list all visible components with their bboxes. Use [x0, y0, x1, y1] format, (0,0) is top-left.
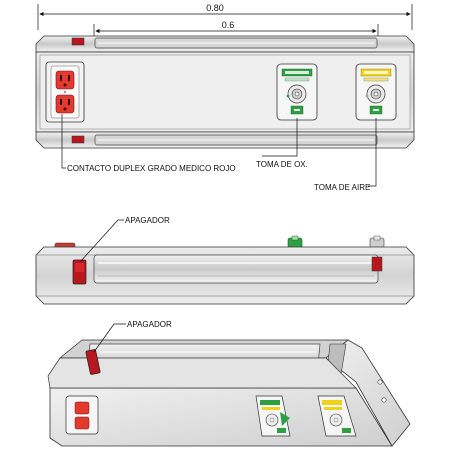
front-switch-icon: [71, 37, 85, 46]
label-oxygen-group: TOMA DE OX.: [256, 118, 308, 169]
iso-air-outlet: [317, 395, 357, 437]
label-air-group: TOMA DE AIRE: [314, 118, 377, 192]
label-outlet: CONTACTO DUPLEX GRADO MEDICO ROJO: [67, 164, 236, 173]
side-channel: [93, 254, 379, 284]
isometric-view: [47, 339, 411, 447]
dimension-inner-label: 0.6: [222, 20, 235, 30]
label-switch-side: APAGADOR: [125, 216, 170, 225]
air-outlet: [355, 63, 397, 121]
side-view: [35, 235, 415, 305]
label-switch-iso-group: APAGADOR: [93, 320, 172, 353]
label-switch-iso: APAGADOR: [127, 320, 172, 329]
iso-outlet-bottom: [74, 416, 90, 430]
iso-oxygen-outlet: [255, 395, 291, 437]
front-view: [35, 35, 415, 149]
iso-outlet-top: [74, 401, 90, 415]
label-switch-side-group: APAGADOR: [79, 216, 170, 263]
label-air: TOMA DE AIRE: [314, 183, 370, 192]
duplex-outlet: [45, 61, 85, 123]
label-oxygen: TOMA DE OX.: [256, 160, 308, 169]
iso-switch-icon: [85, 349, 101, 375]
dimension-overall: 0.80: [37, 3, 413, 30]
label-outlet-group: CONTACTO DUPLEX GRADO MEDICO ROJO: [61, 114, 236, 173]
dimension-overall-label: 0.80: [206, 3, 224, 13]
oxygen-outlet: [276, 63, 318, 121]
